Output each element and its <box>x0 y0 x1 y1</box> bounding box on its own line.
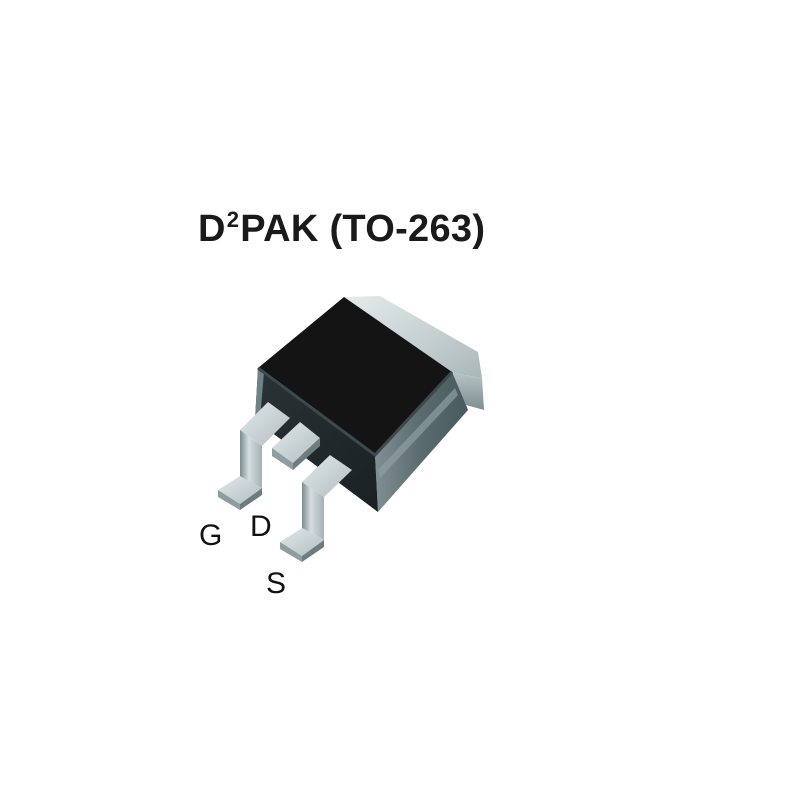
title-prefix: D <box>198 208 226 250</box>
title-superscript: 2 <box>226 207 240 232</box>
gate-lead <box>218 402 290 510</box>
heatsink-tab <box>344 296 484 410</box>
pin-label-drain: D <box>250 510 272 543</box>
source-lead <box>280 455 352 562</box>
package-title: D2PAK (TO-263) <box>198 207 486 250</box>
pin-label-source: S <box>266 567 287 600</box>
body-top-face <box>258 297 452 455</box>
drain-lead <box>272 422 320 470</box>
title-suffix: PAK (TO-263) <box>240 208 486 250</box>
pin-label-gate: G <box>199 519 223 552</box>
